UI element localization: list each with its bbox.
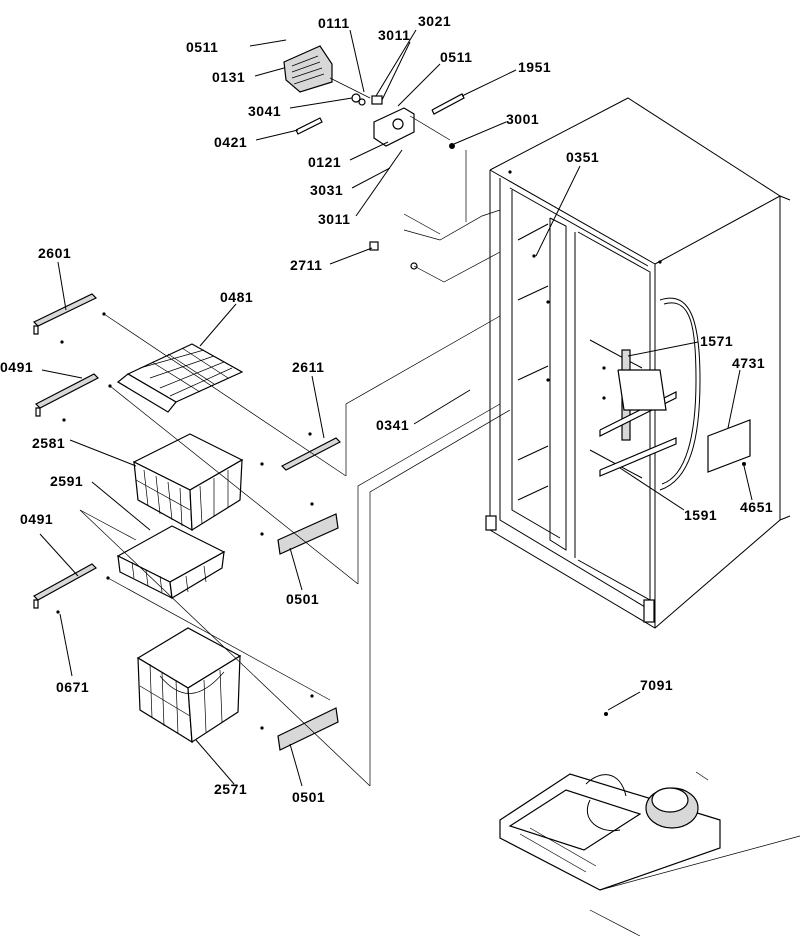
label-1591: 1591	[684, 507, 717, 523]
label-0421: 0421	[214, 134, 247, 150]
label-3041: 3041	[248, 103, 281, 119]
label-2581: 2581	[32, 435, 65, 451]
label-2591: 2591	[50, 473, 83, 489]
refrigerator-cabinet	[485, 97, 791, 629]
label-3011-bottom: 3011	[318, 211, 350, 227]
label-0511-top: 0511	[186, 39, 218, 55]
label-0481: 0481	[220, 289, 253, 305]
label-2601: 2601	[38, 245, 71, 261]
rail-assembly-1571	[599, 349, 677, 477]
label-2571: 2571	[214, 781, 247, 797]
label-3021: 3021	[418, 13, 451, 29]
wire-shelf-0481	[116, 343, 244, 413]
rail-2601	[32, 293, 106, 344]
label-0131: 0131	[212, 69, 245, 85]
machine-compartment-7091	[499, 712, 800, 936]
dispenser-parts	[283, 45, 501, 283]
cover-4731	[707, 419, 751, 473]
label-2611: 2611	[292, 359, 324, 375]
leader-lines	[39, 29, 753, 787]
label-0501-lower: 0501	[292, 789, 325, 805]
label-0491-lower: 0491	[20, 511, 53, 527]
label-0671: 0671	[56, 679, 89, 695]
basket-2571	[136, 627, 242, 744]
label-4731: 4731	[732, 355, 765, 371]
label-0351: 0351	[566, 149, 599, 165]
label-2711: 2711	[290, 257, 322, 273]
label-0511-right: 0511	[440, 49, 472, 65]
label-3001: 3001	[506, 111, 539, 127]
label-4651: 4651	[740, 499, 773, 515]
label-3031: 3031	[310, 182, 343, 198]
label-0501-upper: 0501	[286, 591, 319, 607]
label-3011-top: 3011	[378, 27, 410, 43]
label-7091: 7091	[640, 677, 673, 693]
basket-2581	[132, 433, 244, 532]
label-0491-upper: 0491	[0, 359, 33, 375]
label-1571: 1571	[700, 333, 733, 349]
label-0111: 0111	[318, 15, 350, 31]
rail-0491-lower	[33, 563, 110, 614]
callout-labels: 0511 0111 3021 3011 0511 1951 0131 3041 …	[0, 13, 773, 805]
rail-2611	[260, 432, 342, 471]
assembly-lines	[79, 313, 511, 787]
label-0341: 0341	[376, 417, 409, 433]
rail-0491-upper	[34, 373, 112, 422]
rail-0501-upper	[260, 502, 339, 555]
label-1951: 1951	[518, 59, 551, 75]
basket-2591	[116, 525, 226, 600]
label-0121: 0121	[308, 154, 341, 170]
rail-0501-lower	[260, 694, 339, 751]
